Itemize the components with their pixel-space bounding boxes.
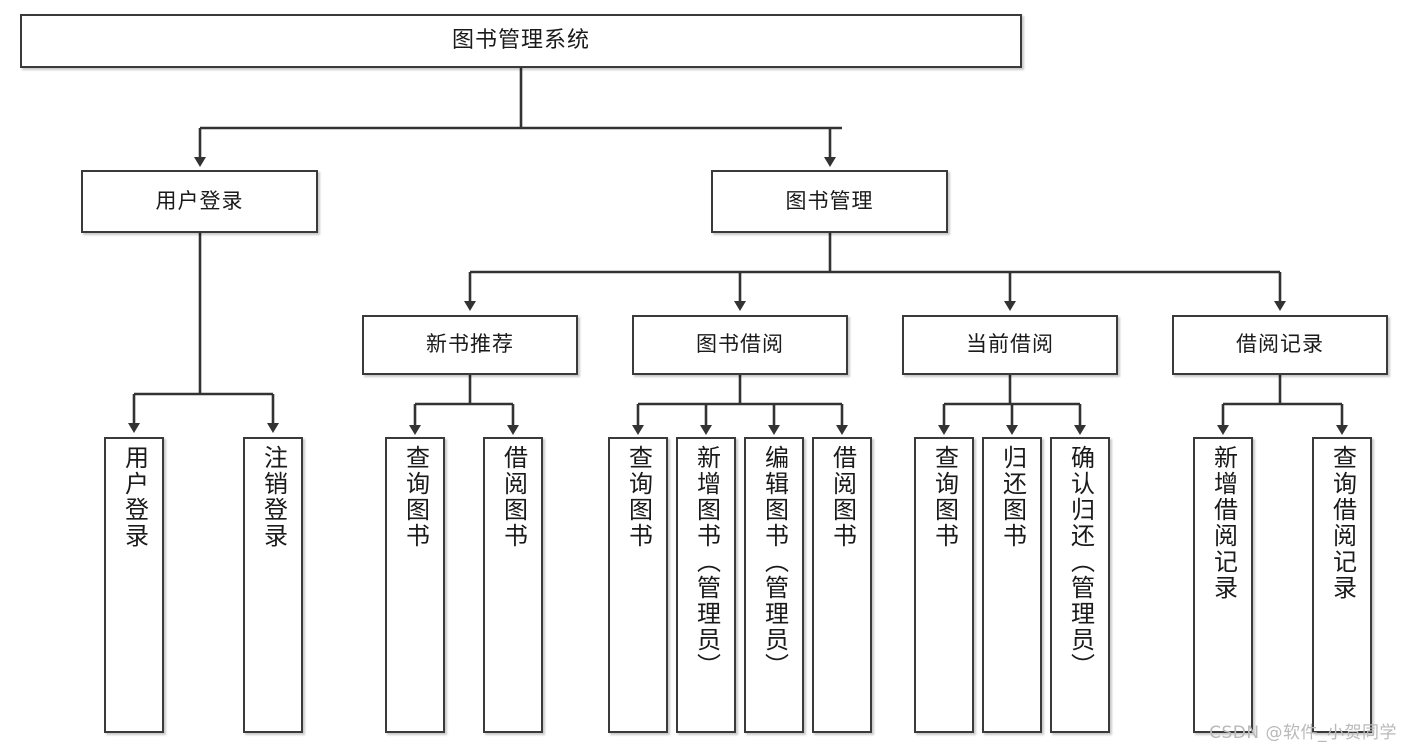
node-leaf-logout-label: 注销登录 — [259, 445, 288, 549]
node-book-manage[interactable]: 图书管理 — [711, 170, 948, 233]
node-new-book-recommend-label: 新书推荐 — [426, 332, 514, 357]
node-new-book-recommend[interactable]: 新书推荐 — [362, 315, 578, 375]
node-leaf-add-record[interactable]: 新增借阅记录 — [1193, 437, 1253, 733]
node-user-login[interactable]: 用户登录 — [81, 170, 318, 233]
node-current-borrow[interactable]: 当前借阅 — [902, 315, 1118, 375]
node-leaf-logout[interactable]: 注销登录 — [243, 437, 303, 733]
node-leaf-query-record-label: 查询借阅记录 — [1328, 445, 1357, 601]
node-leaf-return-book[interactable]: 归还图书 — [982, 437, 1042, 733]
node-leaf-add-book-label: 新增图书（管理员） — [692, 445, 721, 679]
node-leaf-return-book-label: 归还图书 — [998, 445, 1027, 549]
node-leaf-query-book-current[interactable]: 查询图书 — [914, 437, 974, 733]
node-leaf-user-login[interactable]: 用户登录 — [104, 437, 164, 733]
node-leaf-query-book-rec[interactable]: 查询图书 — [385, 437, 445, 733]
node-book-manage-label: 图书管理 — [785, 188, 874, 213]
node-leaf-query-book-rec-label: 查询图书 — [401, 445, 430, 549]
node-leaf-borrow-book-label: 借阅图书 — [828, 445, 857, 549]
node-leaf-add-book[interactable]: 新增图书（管理员） — [676, 437, 736, 733]
node-borrow-record-label: 借阅记录 — [1236, 332, 1324, 357]
node-leaf-borrow-book[interactable]: 借阅图书 — [812, 437, 872, 733]
node-leaf-add-record-label: 新增借阅记录 — [1209, 445, 1238, 601]
node-leaf-query-book-current-label: 查询图书 — [930, 445, 959, 549]
node-leaf-borrow-book-rec[interactable]: 借阅图书 — [483, 437, 543, 733]
node-root[interactable]: 图书管理系统 — [20, 14, 1022, 68]
node-leaf-edit-book[interactable]: 编辑图书（管理员） — [744, 437, 804, 733]
node-leaf-confirm-return[interactable]: 确认归还（管理员） — [1050, 437, 1110, 733]
node-root-label: 图书管理系统 — [451, 27, 590, 53]
node-current-borrow-label: 当前借阅 — [966, 332, 1054, 357]
node-borrow-record[interactable]: 借阅记录 — [1172, 315, 1388, 375]
node-leaf-query-book-borrow[interactable]: 查询图书 — [608, 437, 668, 733]
node-leaf-confirm-return-label: 确认归还（管理员） — [1066, 445, 1095, 679]
node-book-borrow[interactable]: 图书借阅 — [632, 315, 848, 375]
node-leaf-query-book-borrow-label: 查询图书 — [624, 445, 653, 549]
node-leaf-borrow-book-rec-label: 借阅图书 — [499, 445, 528, 549]
node-book-borrow-label: 图书借阅 — [696, 332, 784, 357]
node-leaf-query-record[interactable]: 查询借阅记录 — [1312, 437, 1372, 733]
node-user-login-label: 用户登录 — [155, 188, 244, 213]
node-leaf-user-login-label: 用户登录 — [120, 445, 149, 549]
node-leaf-edit-book-label: 编辑图书（管理员） — [760, 445, 789, 679]
watermark: CSDN @软件_小贺同学 — [1209, 723, 1397, 743]
